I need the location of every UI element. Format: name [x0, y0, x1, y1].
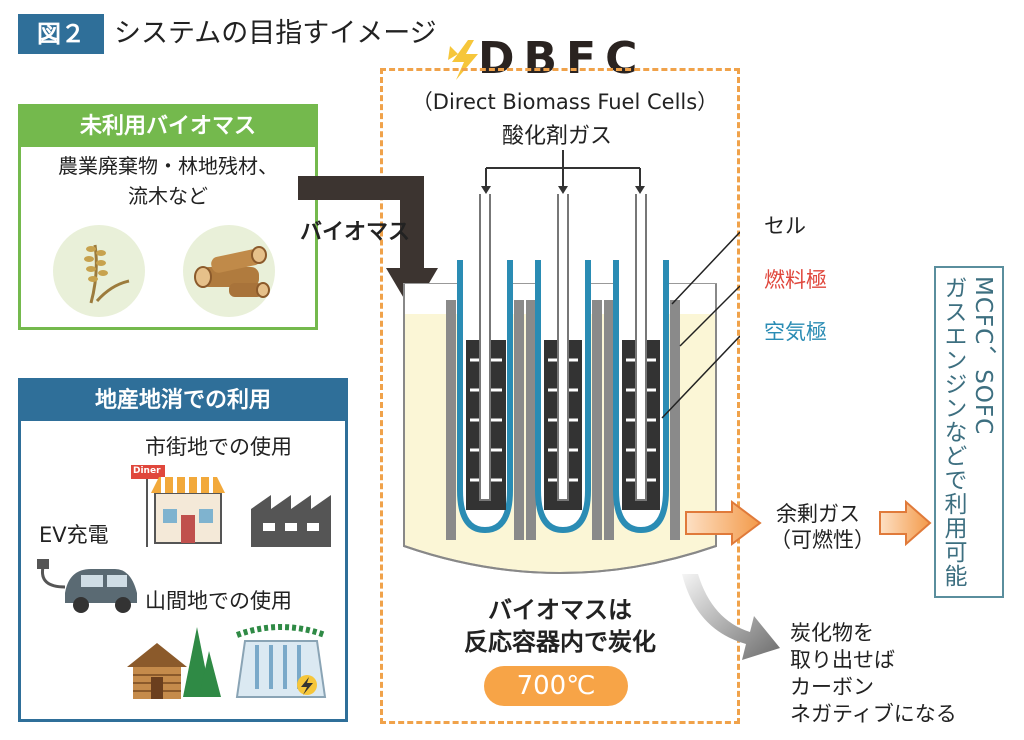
temperature-badge: 700℃	[484, 666, 628, 706]
fuel-electrode-label: 燃料極	[764, 268, 827, 292]
dbfc-subtitle: （Direct Biomass Fuel Cells）	[411, 90, 719, 114]
mountain-use-label: 山間地での使用	[145, 589, 292, 613]
char-line-2: 取り出せば	[790, 648, 895, 672]
char-line-3: カーボン	[790, 675, 874, 699]
ev-charging-label: EV充電	[39, 523, 109, 547]
hydro-dam-icon	[235, 624, 327, 698]
unused-biomass-heading: 未利用バイオマス	[21, 107, 315, 147]
shop-icon	[131, 465, 225, 547]
reactor-caption-line-2: 反応容器内で炭化	[464, 628, 656, 656]
air-electrode-label: 空気極	[764, 320, 827, 344]
wood-log-icon	[183, 225, 275, 317]
local-use-box: 地産地消での利用 市街地での使用 EV充電 山間地での使用 Diner	[18, 378, 348, 722]
figure-title: システムの目指すイメージ	[114, 18, 437, 49]
usage-vertical-text: MCFC、SOFC ガスエンジンなどで利用可能	[938, 276, 998, 592]
local-use-heading: 地産地消での利用	[21, 381, 345, 421]
biomass-line-1: 農業廃棄物・林地残材、	[58, 154, 278, 178]
surplus-gas-arrow	[685, 500, 762, 546]
char-output-arrow	[682, 574, 780, 660]
unused-biomass-description: 農業廃棄物・林地残材、 流木など	[21, 151, 315, 211]
char-description: 炭化物を 取り出せば カーボン ネガティブになる	[790, 620, 957, 728]
char-line-1: 炭化物を	[790, 621, 874, 645]
reactor-caption-line-1: バイオマスは	[488, 596, 632, 624]
city-use-label: 市街地での使用	[145, 435, 292, 459]
cabin-icon	[127, 627, 221, 699]
surplus-gas-label: 余剰ガス	[776, 502, 860, 526]
ev-car-icon	[37, 559, 137, 613]
diner-sign-text: Diner	[133, 466, 161, 476]
dbfc-title: DBFC	[478, 33, 647, 84]
cell-label: セル	[764, 214, 806, 238]
dbfc-frame	[380, 68, 740, 724]
reactor-vessel	[403, 150, 740, 574]
biomass-arrow-label: バイオマス	[300, 220, 411, 245]
usage-line-1: MCFC、SOFC	[970, 276, 996, 436]
biomass-line-2: 流木など	[128, 184, 208, 208]
figure-badge: 図２	[18, 14, 104, 54]
char-line-4: ネガティブになる	[790, 702, 957, 726]
oxidant-gas-label: 酸化剤ガス	[502, 124, 613, 149]
reactor-caption: バイオマスは 反応容器内で炭化	[390, 594, 730, 658]
usage-vertical-box: MCFC、SOFC ガスエンジンなどで利用可能	[934, 266, 1004, 598]
combustible-label: （可燃性）	[770, 528, 875, 552]
rice-plant-icon	[53, 225, 145, 317]
usage-line-2: ガスエンジンなどで利用可能	[940, 276, 966, 588]
usage-arrow	[879, 500, 932, 546]
lightning-icon	[448, 40, 478, 80]
unused-biomass-box: 未利用バイオマス 農業廃棄物・林地残材、 流木など	[18, 104, 318, 330]
factory-icon	[251, 495, 331, 547]
